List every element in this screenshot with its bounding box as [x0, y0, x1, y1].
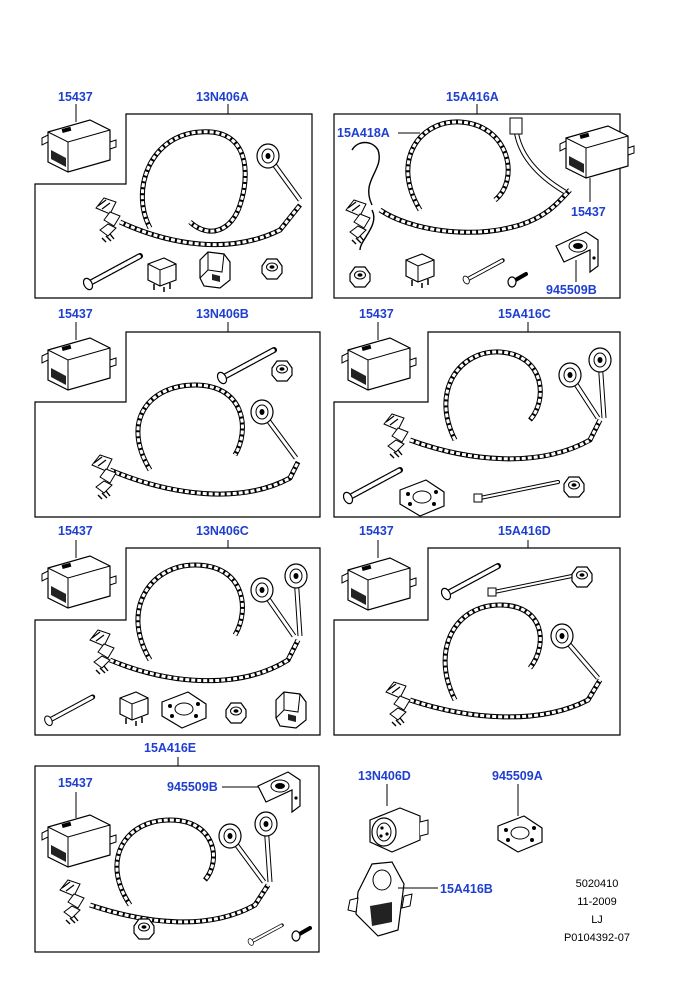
- housing-15a416b: [347, 861, 438, 937]
- kit-label: 13N406A: [196, 90, 249, 104]
- kit-label: 15A416D: [498, 524, 551, 538]
- plate-945509a: [497, 784, 543, 853]
- panel-15a416e: [34, 757, 320, 953]
- panel-13n406a: [34, 104, 313, 299]
- kit-label: 15A416C: [498, 307, 551, 321]
- wiring-harness: [109, 562, 303, 684]
- bracket-label: 945509B: [546, 283, 597, 297]
- wiring-harness: [351, 119, 572, 251]
- panel-13n406b: [34, 322, 321, 518]
- kit-label: 13N406C: [196, 524, 249, 538]
- drawing-code: 5020410: [575, 878, 619, 890]
- drawing-initials: LJ: [591, 914, 603, 926]
- socket-label: 13N406D: [358, 769, 411, 783]
- module-label: 15437: [58, 776, 93, 790]
- module-label: 15437: [359, 307, 394, 321]
- housing-label: 15A416B: [440, 882, 493, 896]
- wiring-harness: [118, 129, 303, 248]
- bracket-label: 945509B: [167, 780, 218, 794]
- wiring-harness: [89, 817, 273, 925]
- panel-15a416c: [333, 322, 621, 518]
- panel-13n406c: [34, 540, 321, 736]
- wiring-harness: [409, 602, 603, 720]
- plate-label: 945509A: [492, 769, 543, 783]
- socket-13n406d: [369, 784, 429, 853]
- drawing-reference: P0104392-07: [563, 932, 631, 944]
- module-label: 15437: [58, 90, 93, 104]
- kit-label: 15A416A: [446, 90, 499, 104]
- panel-15a416d: [333, 540, 621, 736]
- module-label: 15437: [571, 205, 606, 219]
- kit-label: 13N406B: [196, 307, 249, 321]
- module-label: 15437: [58, 307, 93, 321]
- module-label: 15437: [359, 524, 394, 538]
- drawing-date: 11-2009: [577, 896, 617, 908]
- module-label: 15437: [58, 524, 93, 538]
- kit-label: 15A416E: [144, 741, 197, 755]
- sub-harness-label: 15A418A: [337, 126, 390, 140]
- panel-15a416a: [333, 104, 635, 299]
- wiring-harness: [109, 382, 301, 497]
